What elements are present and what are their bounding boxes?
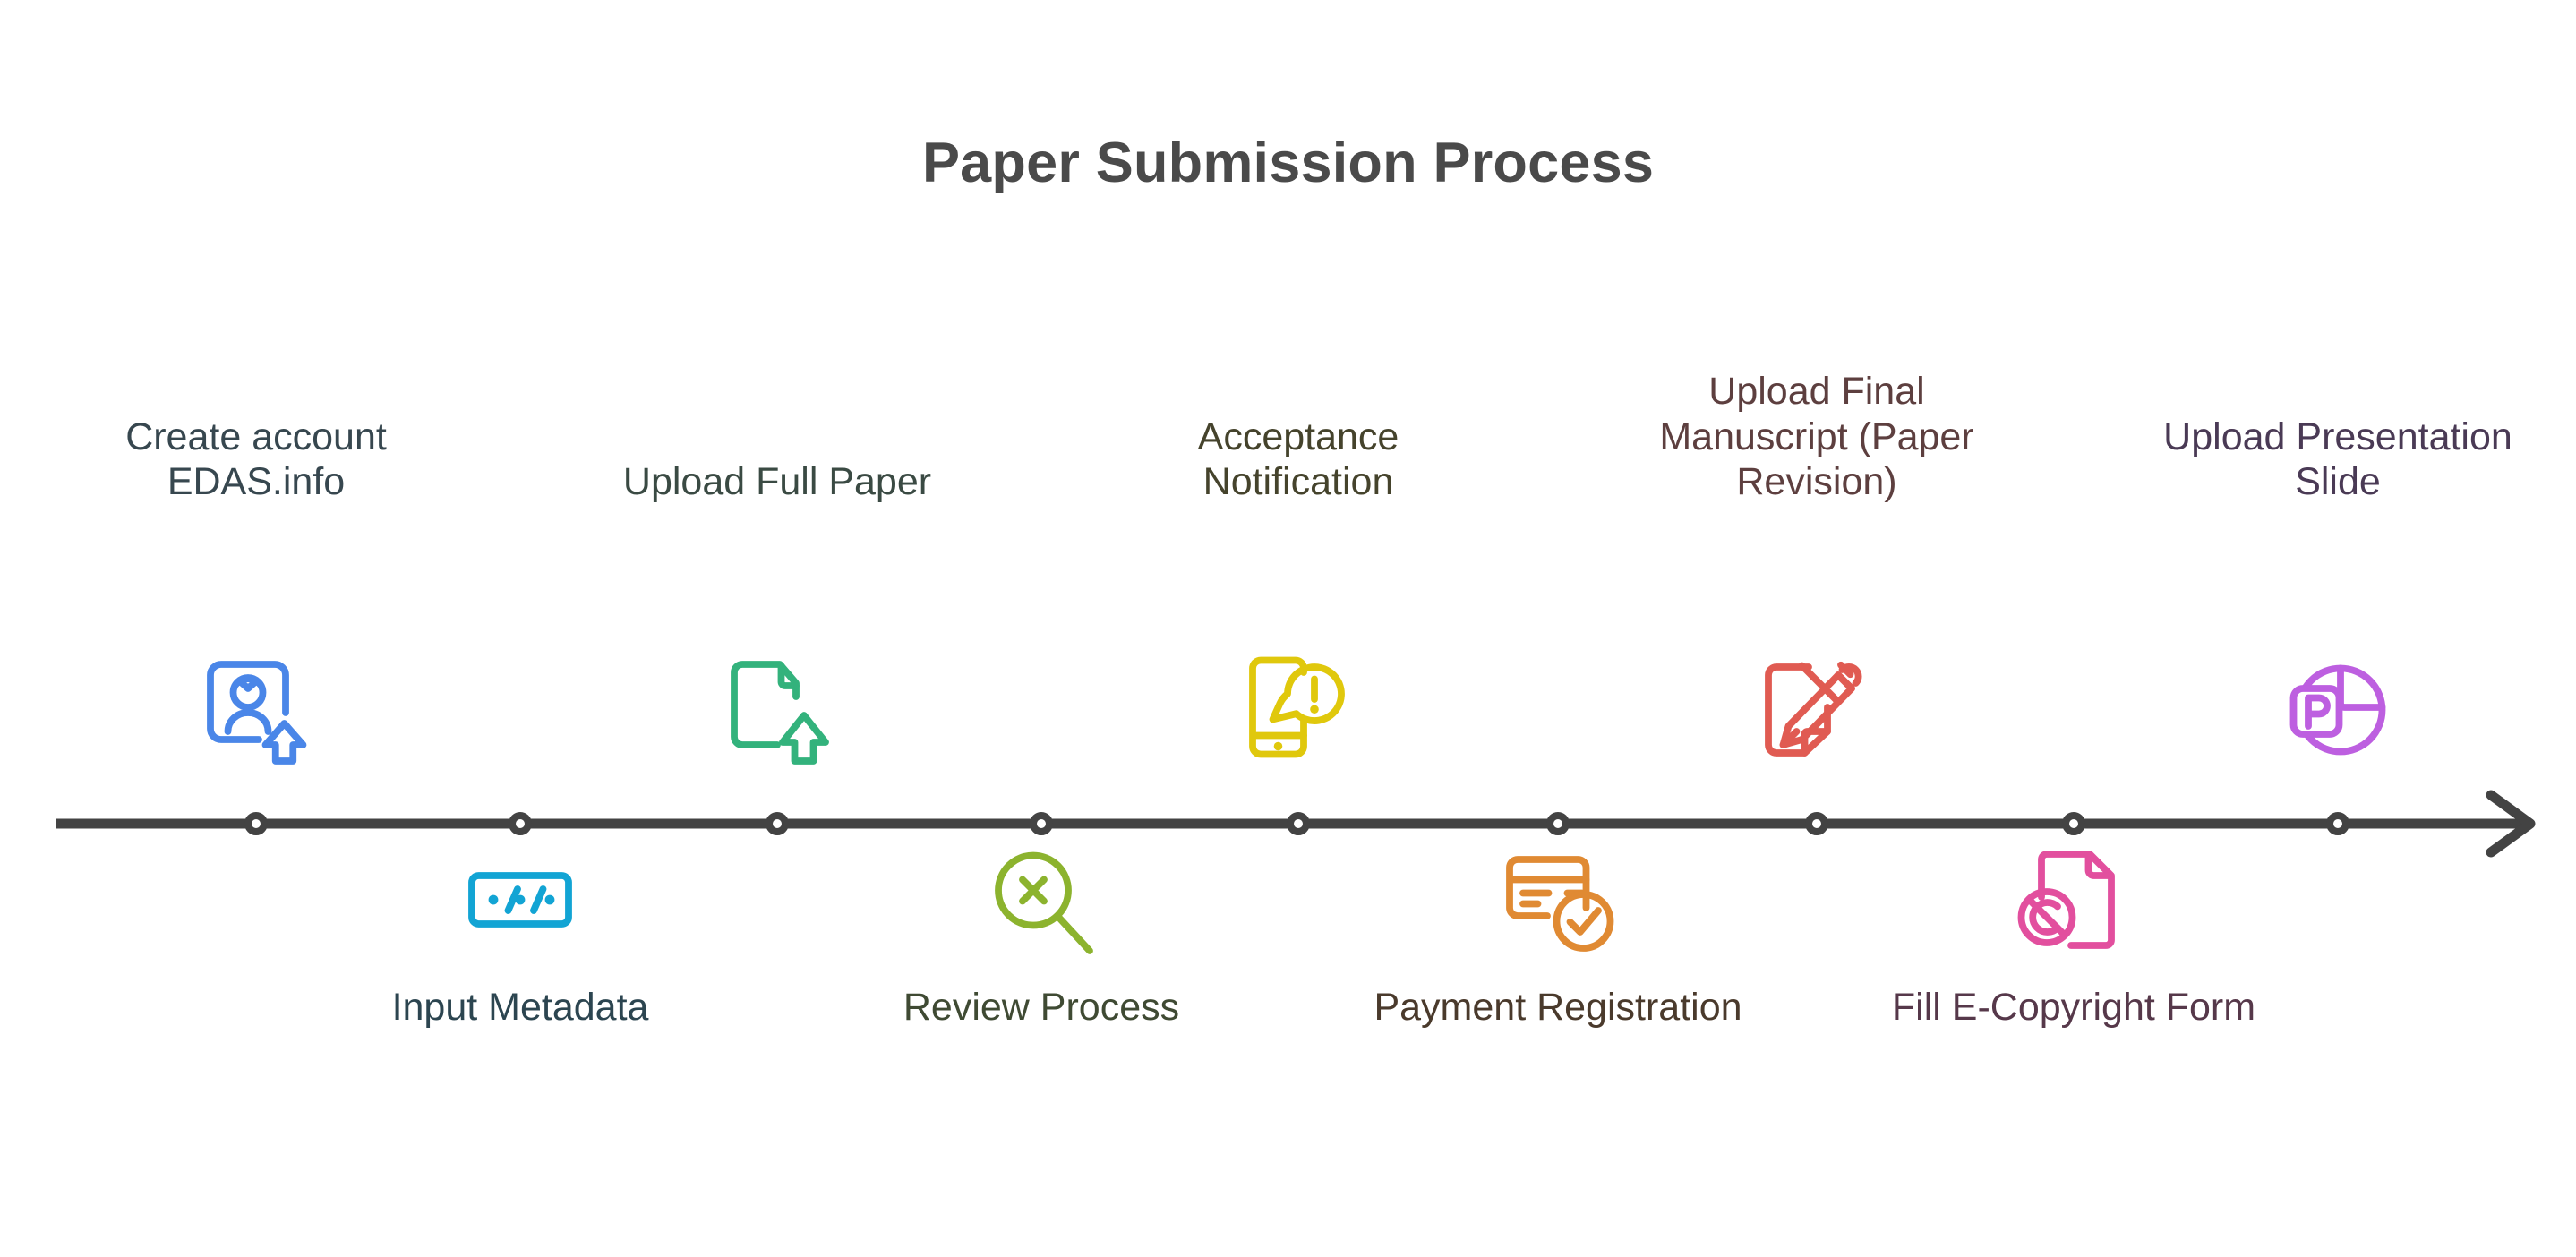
- axis-nodes: [244, 812, 2349, 835]
- step-label-7: Upload Final Manuscript (Paper Revision): [1659, 369, 1974, 504]
- axis-node[interactable]: [1805, 812, 1828, 835]
- credit-card-check-icon: [1491, 833, 1625, 967]
- axis-node[interactable]: [1546, 812, 1570, 835]
- axis-node[interactable]: [2326, 812, 2349, 835]
- axis-node[interactable]: [509, 812, 532, 835]
- step-label-1: Create account EDAS.info: [125, 415, 387, 504]
- axis-node[interactable]: [1287, 812, 1310, 835]
- document-upload-icon: [710, 643, 844, 777]
- axis-node[interactable]: [244, 812, 268, 835]
- step-label-6: Payment Registration: [1374, 986, 1742, 1029]
- step-label-8: Fill E-Copyright Form: [1891, 986, 2256, 1029]
- step-label-3: Upload Full Paper: [622, 460, 932, 504]
- document-pencil-icon: [1750, 643, 1884, 777]
- magnifier-x-icon: [974, 833, 1108, 967]
- document-copyright-icon: [2007, 833, 2141, 967]
- step-label-4: Review Process: [903, 986, 1180, 1029]
- axis-node[interactable]: [766, 812, 789, 835]
- step-label-2: Input Metadata: [391, 986, 649, 1029]
- metadata-field-icon: [453, 833, 587, 967]
- axis-node[interactable]: [1030, 812, 1053, 835]
- step-label-9: Upload Presentation Slide: [2163, 415, 2512, 504]
- axis-node[interactable]: [2062, 812, 2085, 835]
- presentation-slide-icon: [2271, 643, 2405, 777]
- page-title: Paper Submission Process: [921, 132, 1655, 194]
- arrow-right-icon: [2486, 790, 2536, 858]
- user-account-upload-icon: [189, 643, 323, 777]
- step-label-5: Acceptance Notification: [1197, 415, 1399, 504]
- phone-alert-icon: [1231, 643, 1365, 777]
